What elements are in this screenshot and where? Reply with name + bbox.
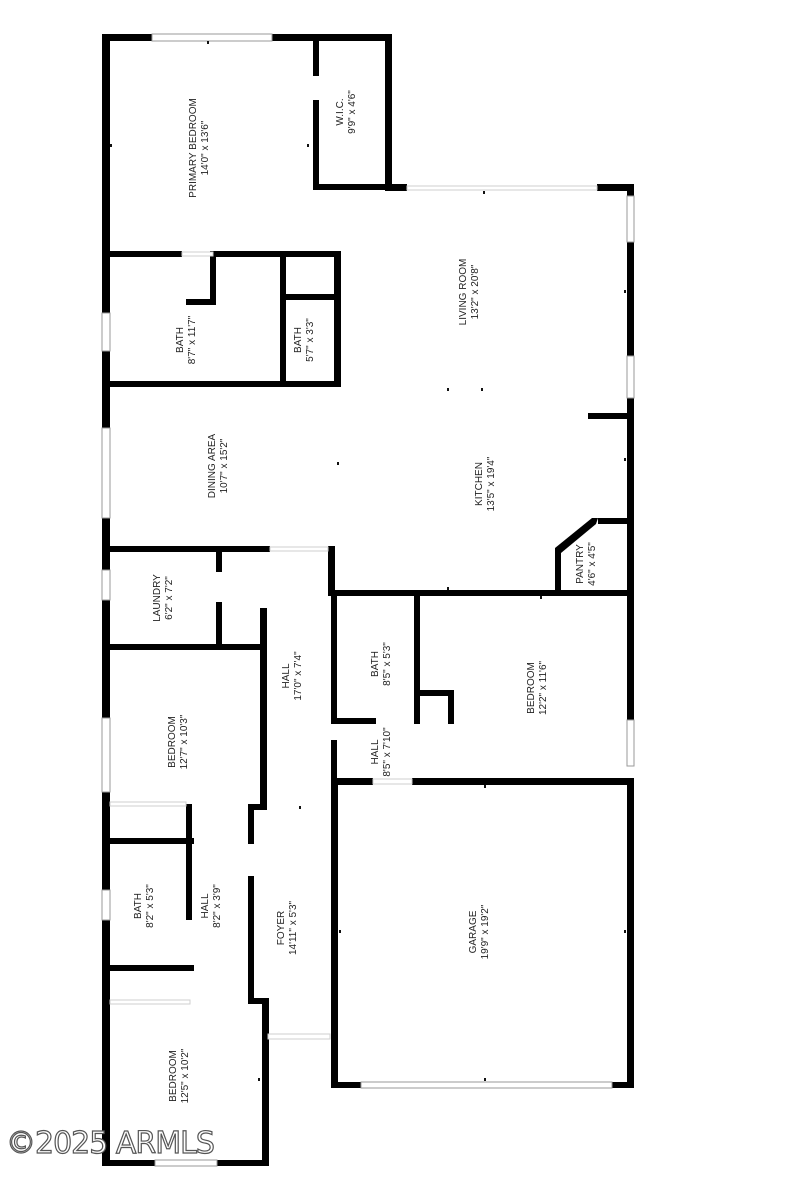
room-label-wic: W.I.C.9'9" x 4'6" xyxy=(335,90,358,134)
copyright-watermark: ©2025 ARMLS xyxy=(5,1125,215,1161)
room-label-hall-2: HALL8'5" x 7'10" xyxy=(370,727,393,777)
room-label-laundry: LAUNDRY6'2" x 7'2" xyxy=(152,574,175,622)
room-label-foyer: FOYER14'11" x 5'3" xyxy=(276,901,299,956)
room-label-garage: GARAGE19'9" x 19'2" xyxy=(468,904,491,959)
room-label-bedroom-3: BEDROOM12'5" x 10'2" xyxy=(168,1048,191,1103)
room-label-primary-bedroom: PRIMARY BEDROOM14'0" x 13'6" xyxy=(188,98,211,198)
room-label-dining-area: DINING AREA10'7" x 15'2" xyxy=(207,433,230,498)
room-labels: PRIMARY BEDROOM14'0" x 13'6" W.I.C.9'9" … xyxy=(133,90,598,1104)
openings xyxy=(109,185,598,1040)
room-label-hall-1: HALL17'0" x 7'4" xyxy=(281,651,304,701)
room-label-bedroom-1: BEDROOM12'2" x 11'6" xyxy=(526,661,549,716)
room-label-living-room: LIVING ROOM13'2" x 20'8" xyxy=(458,259,481,326)
room-label-bath-1: BATH8'7" x 11'7" xyxy=(175,315,198,364)
room-label-pantry: PANTRY4'6" x 4'5" xyxy=(575,542,598,586)
walls xyxy=(102,34,634,1166)
room-label-kitchen: KITCHEN13'5" x 19'4" xyxy=(474,456,497,511)
room-label-bedroom-2: BEDROOM12'7" x 10'3" xyxy=(167,714,190,769)
room-label-hall-3: HALL8'2" x 3'9" xyxy=(200,884,223,928)
room-label-bath-3: BATH8'5" x 5'3" xyxy=(370,642,393,686)
dimension-ticks xyxy=(110,41,626,1081)
room-label-bath-4: BATH8'2" x 5'3" xyxy=(133,884,156,928)
windows xyxy=(101,33,635,1167)
room-label-bath-2: BATH5'7" x 3'3" xyxy=(293,318,316,362)
